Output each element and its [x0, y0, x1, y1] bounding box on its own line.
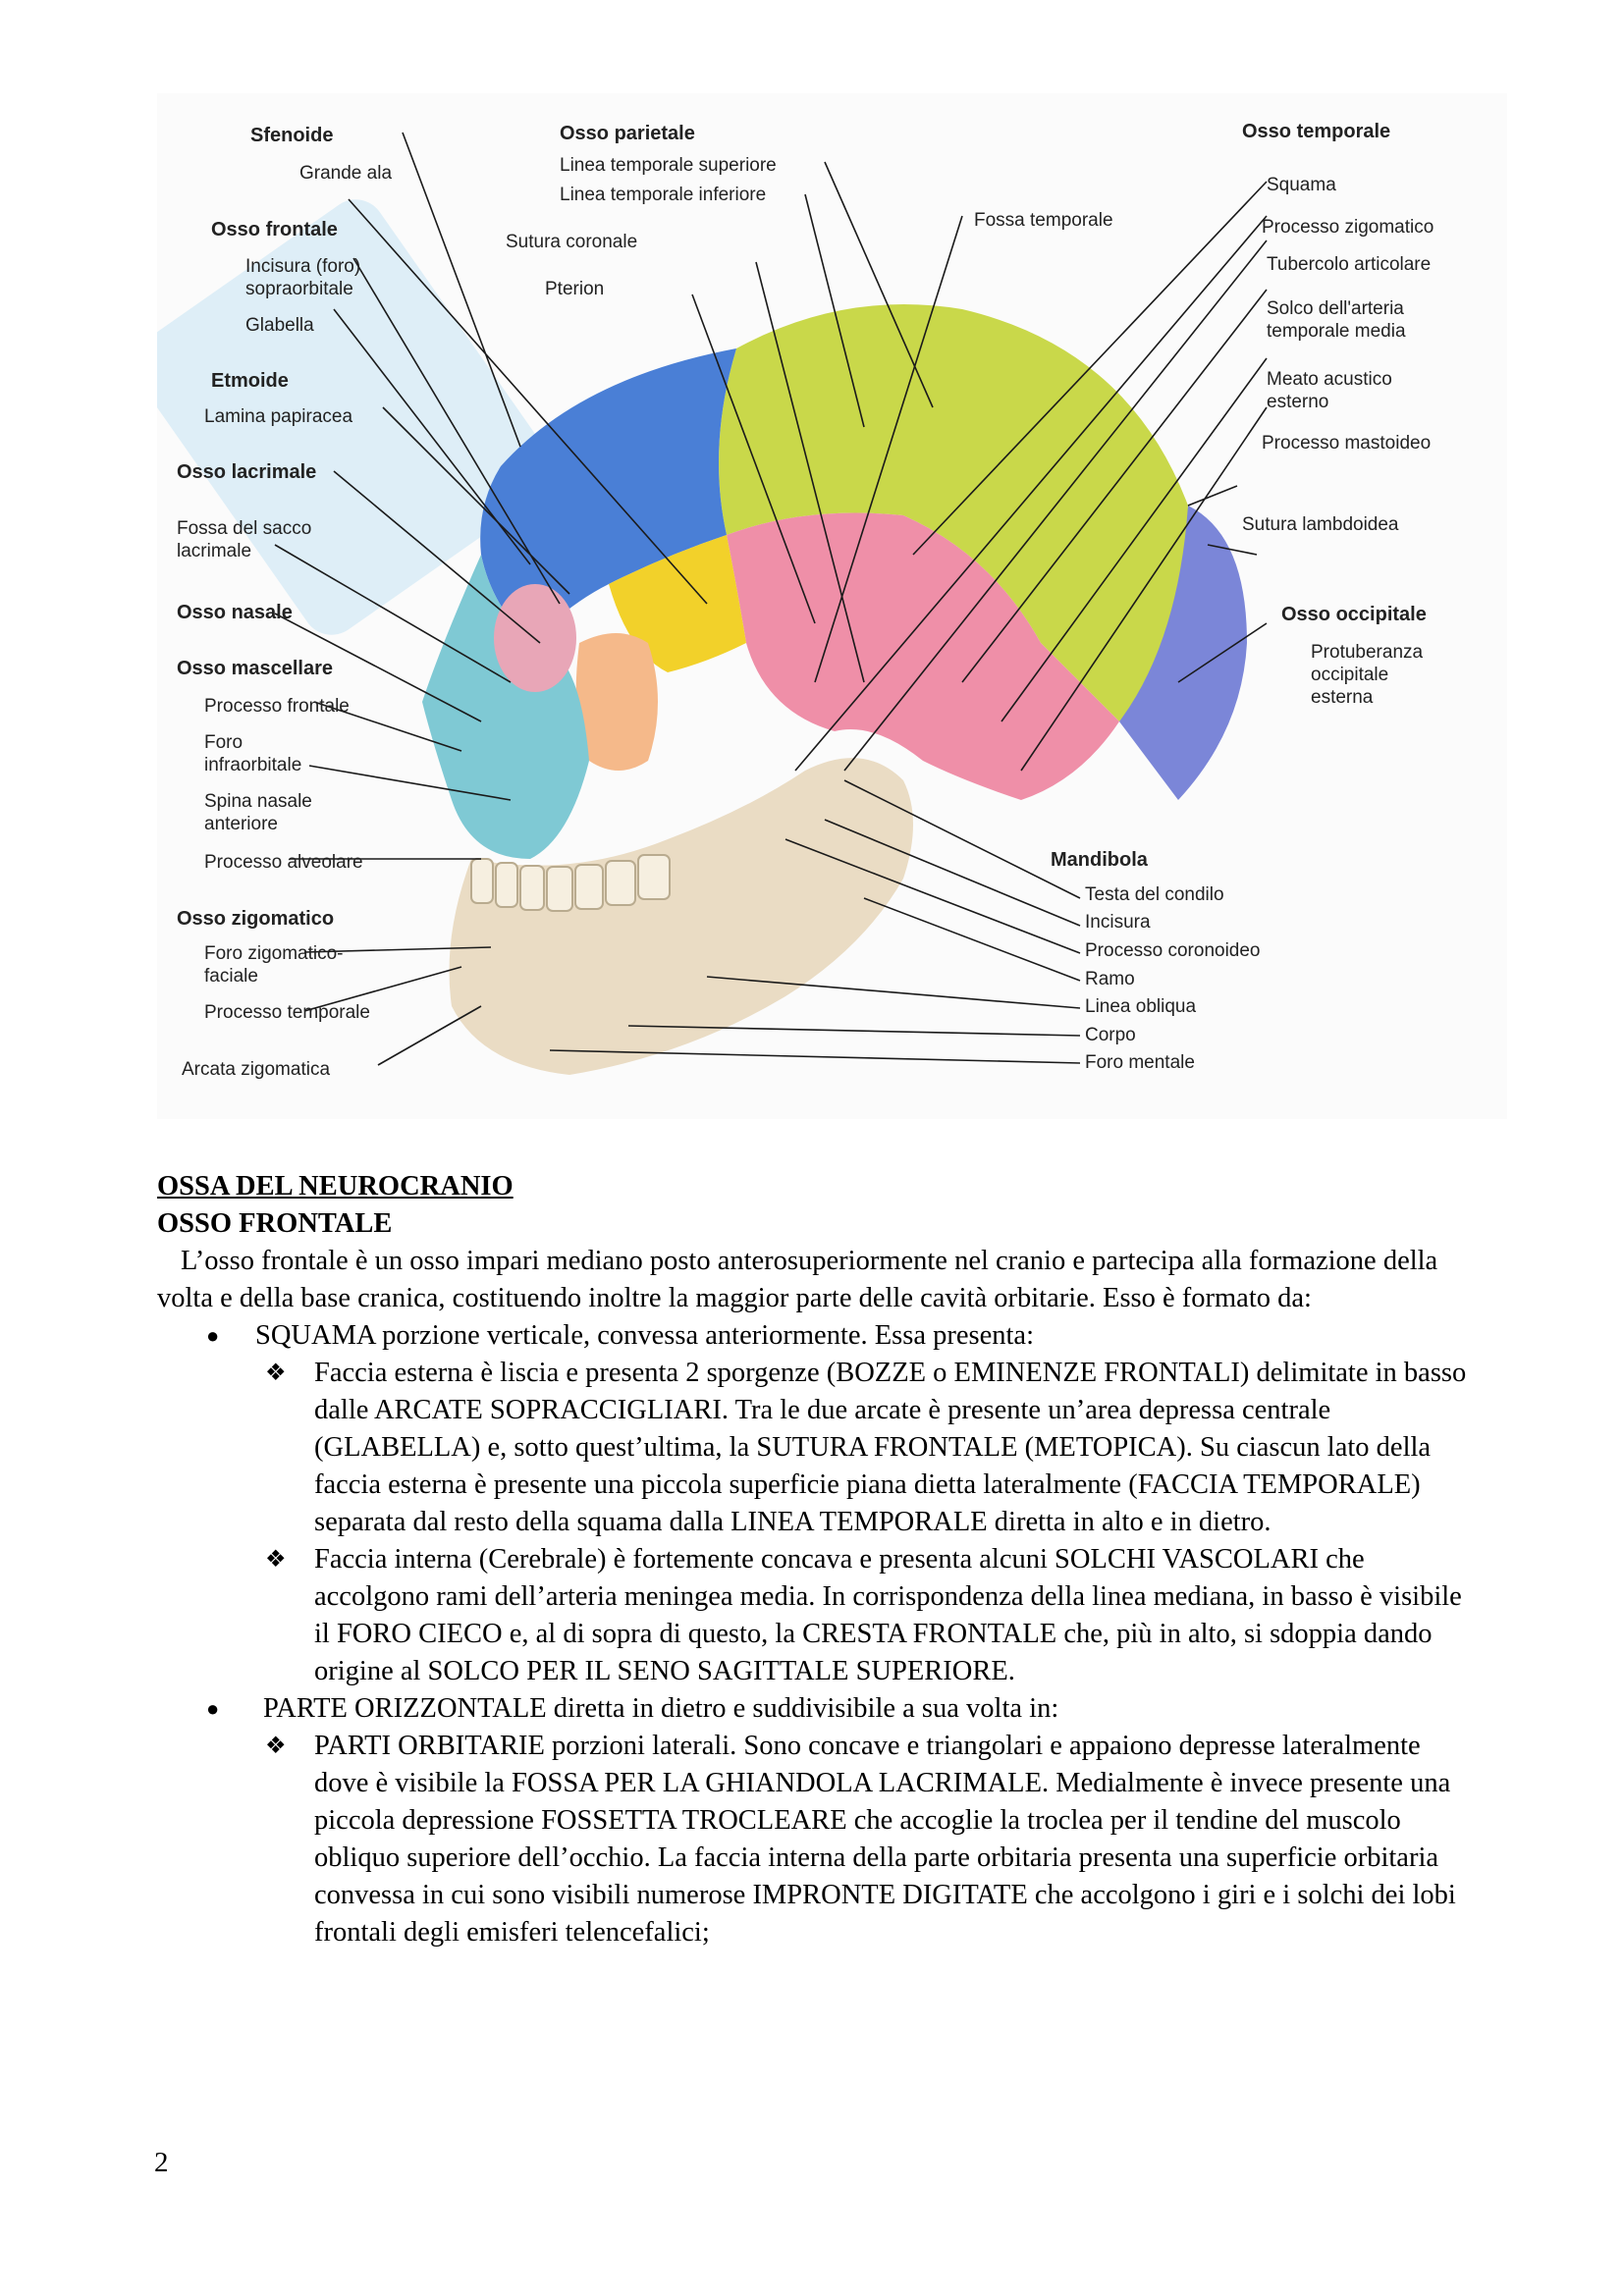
body-text: OSSA DEL NEUROCRANIO OSSO FRONTALE L’oss… — [157, 1168, 1473, 1951]
watermark-logo — [157, 199, 555, 635]
sub-bullet-text: Faccia esterna è liscia e presenta 2 spo… — [314, 1358, 1467, 1537]
skull-figure: Sfenoide Grande ala Osso frontale Incisu… — [157, 93, 1507, 1119]
mandible-bone — [449, 758, 913, 1075]
label-protuberanza: Protuberanza occipitale esterna — [1311, 642, 1424, 708]
label-arcata-zigomatica: Arcata zigomatica — [182, 1059, 331, 1080]
label-ramo: Ramo — [1085, 969, 1135, 989]
diamond-bullet-icon: ❖ — [265, 1361, 287, 1386]
label-processo-mastoideo: Processo mastoideo — [1262, 433, 1432, 454]
sub-list: ❖ PARTI ORBITARIE porzioni laterali. Son… — [216, 1728, 1473, 1951]
skull-illustration — [157, 132, 1268, 1075]
label-linea-inf: Linea temporale inferiore — [560, 185, 767, 205]
list-item: ● SQUAMA porzione verticale, convessa an… — [157, 1317, 1473, 1355]
list-item: ❖ PARTI ORBITARIE porzioni laterali. Son… — [216, 1728, 1473, 1951]
label-etmoide: Etmoide — [211, 370, 289, 392]
label-solco-arteria: Solco dell'arteria temporale media — [1267, 298, 1406, 342]
label-osso-parietale: Osso parietale — [560, 123, 695, 144]
sub-bullet-text: PARTI ORBITARIE porzioni laterali. Sono … — [314, 1731, 1456, 1948]
sub-bullet-text: Faccia interna (Cerebrale) è fortemente … — [314, 1544, 1462, 1686]
intro-paragraph: L’osso frontale è un osso impari mediano… — [157, 1246, 1438, 1313]
label-osso-temporale: Osso temporale — [1242, 121, 1391, 142]
diamond-bullet-icon: ❖ — [265, 1734, 287, 1759]
bullet-text: SQUAMA porzione verticale, convessa ante… — [255, 1320, 1034, 1351]
sphenoid-bone — [609, 535, 746, 672]
label-osso-frontale: Osso frontale — [211, 219, 338, 240]
label-processo-zigomatico: Processo zigomatico — [1262, 217, 1434, 238]
label-linea-sup: Linea temporale superiore — [560, 155, 777, 176]
label-osso-lacrimale: Osso lacrimale — [177, 461, 317, 483]
label-incisura-m: Incisura — [1085, 912, 1151, 933]
list-item: ● PARTE ORIZZONTALE diretta in dietro e … — [157, 1690, 1473, 1728]
label-incisura: Incisura (foro) sopraorbitale — [245, 256, 361, 299]
diamond-bullet-icon: ❖ — [265, 1547, 287, 1573]
label-linea-obliqua: Linea obliqua — [1085, 996, 1197, 1017]
teeth — [470, 854, 671, 912]
list-item: ❖ Faccia interna (Cerebrale) è fortement… — [216, 1541, 1473, 1690]
label-squama: Squama — [1267, 175, 1336, 195]
label-tubercolo: Tubercolo articolare — [1267, 254, 1432, 275]
label-sutura-coronale: Sutura coronale — [506, 232, 638, 252]
page-number: 2 — [154, 2147, 169, 2178]
label-foro-zigomatico: Foro zigomatico- faciale — [204, 943, 344, 987]
label-fossa-temporale: Fossa temporale — [974, 210, 1113, 231]
label-processo-temporale: Processo temporale — [204, 1002, 370, 1023]
label-processo-alveolare: Processo alveolare — [204, 852, 363, 873]
bullet-text: PARTE ORIZZONTALE diretta in dietro e su… — [263, 1693, 1059, 1724]
leader-lines — [274, 132, 1268, 1066]
maxilla-bone — [422, 555, 589, 859]
bullet-dot-icon: ● — [206, 1696, 220, 1721]
heading-neurocranio: OSSA DEL NEUROCRANIO — [157, 1171, 514, 1201]
label-sfenoide: Sfenoide — [250, 125, 334, 146]
occipital-bone — [1119, 506, 1247, 800]
label-pterion: Pterion — [545, 279, 605, 299]
label-grande-ala: Grande ala — [299, 163, 393, 184]
label-sutura-lambdoidea: Sutura lambdoidea — [1242, 514, 1399, 535]
label-processo-frontale: Processo frontale — [204, 696, 350, 717]
label-glabella: Glabella — [245, 315, 314, 336]
label-processo-coronoideo: Processo coronoideo — [1085, 940, 1261, 961]
label-osso-occipitale: Osso occipitale — [1281, 604, 1427, 625]
zygomatic-bone — [575, 633, 658, 771]
bullet-list: ● PARTE ORIZZONTALE diretta in dietro e … — [157, 1690, 1473, 1728]
label-meato: Meato acustico esterno — [1267, 369, 1392, 412]
label-spina-nasale: Spina nasale anteriore — [204, 791, 312, 834]
temporal-bone — [727, 512, 1119, 800]
label-testa-condilo: Testa del condilo — [1085, 884, 1224, 905]
label-foro-infraorbitale: Foro infraorbitale — [204, 732, 302, 775]
label-lamina-papiracea: Lamina papiracea — [204, 406, 353, 427]
label-osso-zigomatico: Osso zigomatico — [177, 908, 335, 930]
sub-list: ❖ Faccia esterna è liscia e presenta 2 s… — [216, 1355, 1473, 1690]
list-item: ❖ Faccia esterna è liscia e presenta 2 s… — [216, 1355, 1473, 1541]
label-foro-mentale: Foro mentale — [1085, 1052, 1195, 1073]
heading-osso-frontale: OSSO FRONTALE — [157, 1208, 393, 1239]
label-fossa-sacco: Fossa del sacco lacrimale — [177, 518, 312, 561]
bullet-list: ● SQUAMA porzione verticale, convessa an… — [157, 1317, 1473, 1355]
label-osso-nasale: Osso nasale — [177, 602, 293, 623]
label-osso-mascellare: Osso mascellare — [177, 658, 333, 679]
bullet-dot-icon: ● — [206, 1323, 220, 1348]
label-mandibola: Mandibola — [1051, 849, 1148, 871]
label-corpo: Corpo — [1085, 1025, 1136, 1045]
